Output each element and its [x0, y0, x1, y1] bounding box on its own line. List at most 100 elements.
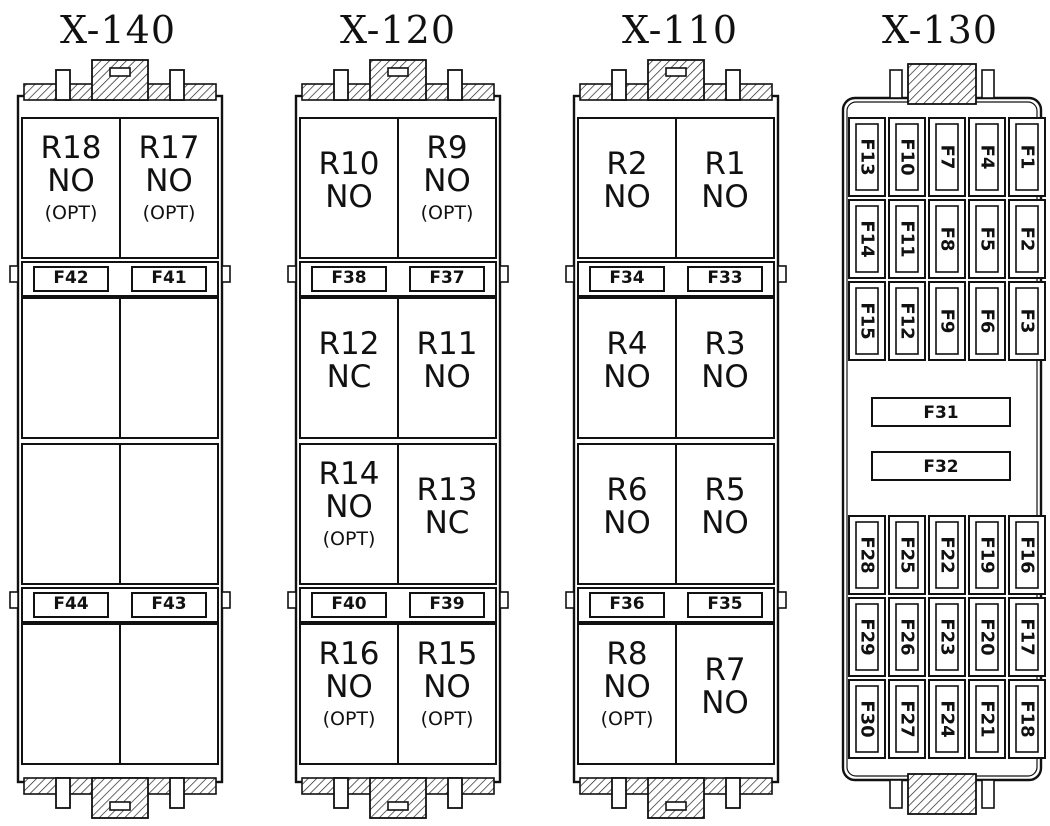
- panel-1-top-latch-tab-left: [333, 69, 349, 101]
- relay-optional-note: (OPT): [420, 707, 474, 730]
- fuse-label: F22: [936, 536, 958, 574]
- fuse-label: F25: [896, 536, 918, 574]
- fuse-panel-tab-right-bottom: [981, 779, 995, 809]
- relay-number: R10: [318, 146, 380, 182]
- fuse-label: F5: [976, 226, 998, 252]
- fuse-label: F41: [151, 268, 187, 288]
- fuse-body: [975, 123, 999, 191]
- relay-number: R16: [318, 636, 380, 672]
- panel-2-bottom-latch-slot: [665, 801, 687, 811]
- fuse-label: F32: [923, 457, 959, 477]
- relay-optional-note: (OPT): [322, 707, 376, 730]
- fuse-panel-connector-bottom: [907, 773, 977, 815]
- panel-2-relay-socket: [675, 623, 775, 765]
- panel-1-fuse: [409, 266, 485, 292]
- fuse-body: [975, 603, 999, 671]
- panel-1-bottom-latch-block: [369, 777, 427, 819]
- relay-number: R7: [704, 652, 746, 688]
- fuse-body: [935, 123, 959, 191]
- relay-contact-type: NO: [603, 179, 651, 216]
- panel-0-fuse: [33, 592, 109, 618]
- panel-0-bottom-latch-block: [91, 777, 149, 819]
- relay-contact-type: NO: [325, 179, 373, 216]
- fuse-label: F44: [53, 594, 89, 614]
- fuse-body: [855, 205, 879, 273]
- fuse-label: F27: [896, 700, 918, 738]
- fuse-label: F8: [936, 226, 958, 252]
- panel-title: X-130: [881, 8, 999, 52]
- panel-0-top-latch-block: [91, 59, 149, 101]
- relay-number: R6: [606, 472, 648, 508]
- fuse-body: [935, 603, 959, 671]
- fuse-body: [975, 287, 999, 355]
- panel-title: X-120: [339, 8, 457, 52]
- panel-2-bottom-latch-tab-left: [611, 777, 627, 809]
- relay-number: R17: [138, 130, 200, 166]
- panel-0-fuse: [131, 266, 207, 292]
- relay-contact-type: NO: [701, 179, 749, 216]
- panel-0-fuse: [131, 592, 207, 618]
- panel-0-top-latch-slot: [109, 67, 131, 77]
- fuse-label: F21: [976, 700, 998, 738]
- fuse-label: F13: [856, 138, 878, 176]
- fuse-panel-tab-right-top: [981, 69, 995, 99]
- fuse-panel-tab-left-top: [889, 69, 903, 99]
- relay-contact-type: NO: [701, 685, 749, 722]
- panel-1-relay-socket: [299, 297, 399, 439]
- relay-contact-type: NO: [701, 505, 749, 542]
- relay-number: R13: [416, 472, 478, 508]
- fuse-body: [895, 521, 919, 589]
- panel-1-clip-right-0: [499, 265, 509, 283]
- fuse-body: [1015, 603, 1039, 671]
- panel-0-bottom-latch-tab-left: [55, 777, 71, 809]
- fuse-label: F9: [936, 308, 958, 334]
- fuse-label: F20: [976, 618, 998, 656]
- panel-0-clip-left-0: [9, 265, 19, 283]
- fuse-body: [1015, 521, 1039, 589]
- panel-1-clip-left-1: [287, 591, 297, 609]
- fuse-label: F43: [151, 594, 187, 614]
- wide-fuse: [871, 397, 1011, 427]
- relay-number: R15: [416, 636, 478, 672]
- fuse-body: [935, 287, 959, 355]
- fuse-body: [855, 123, 879, 191]
- fuse-body: [895, 287, 919, 355]
- panel-2-clip-left-0: [565, 265, 575, 283]
- panel-1-fuse: [409, 592, 485, 618]
- fuse-body: [975, 205, 999, 273]
- panel-0-relay-socket: [119, 117, 219, 259]
- relay-number: R14: [318, 456, 380, 492]
- panel-2-relay-socket: [675, 443, 775, 585]
- panel-0-clip-right-1: [221, 591, 231, 609]
- panel-2-clip-right-0: [777, 265, 787, 283]
- fuse-body: [1015, 287, 1039, 355]
- fuse-label: F10: [896, 138, 918, 176]
- panel-2-top-latch-tab-right: [725, 69, 741, 101]
- panel-1-clip-left-0: [287, 265, 297, 283]
- panel-1-relay-socket: [299, 443, 399, 585]
- panel-1-relay-socket: [397, 117, 497, 259]
- relay-contact-type: NO: [701, 359, 749, 396]
- fuse-label: F19: [976, 536, 998, 574]
- relay-contact-type: NC: [424, 505, 470, 542]
- fuse-label: F35: [707, 594, 743, 614]
- panel-2-relay-socket: [577, 443, 677, 585]
- panel-1-top-latch-slot: [387, 67, 409, 77]
- relay-contact-type: NO: [325, 489, 373, 526]
- fuse-label: F36: [609, 594, 645, 614]
- panel-0-top-latch-tab-right: [169, 69, 185, 101]
- fuse-body: [855, 521, 879, 589]
- relay-contact-type: NO: [603, 505, 651, 542]
- fuse-label: F42: [53, 268, 89, 288]
- panel-2-fuse: [687, 592, 763, 618]
- panel-2-relay-socket: [675, 297, 775, 439]
- relay-optional-note: (OPT): [600, 707, 654, 730]
